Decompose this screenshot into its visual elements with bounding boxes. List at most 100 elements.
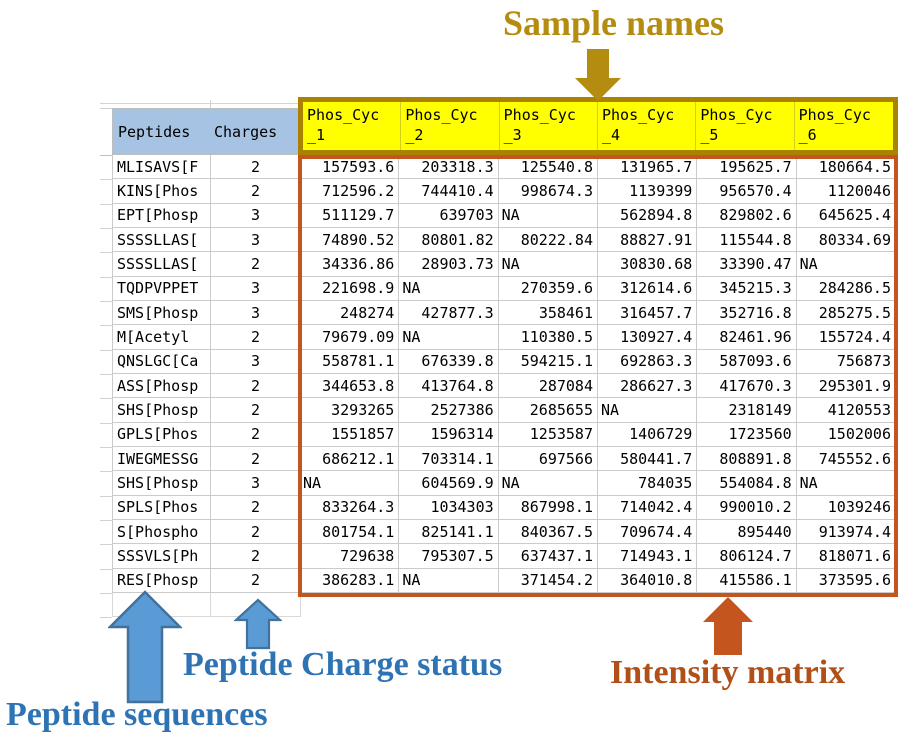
intensity-value-cell[interactable]: NA	[399, 325, 499, 350]
intensity-value-cell[interactable]: 554084.8	[697, 471, 797, 496]
intensity-value-cell[interactable]: 248274	[300, 301, 400, 326]
column-header-charges[interactable]: Charges	[209, 108, 300, 155]
intensity-value-cell[interactable]: 756873	[796, 349, 896, 374]
sample-name-header-cell[interactable]: Phos_Cyc_4	[598, 102, 697, 150]
peptide-cell[interactable]: M[Acetyl	[113, 325, 211, 350]
intensity-value-cell[interactable]: 818071.6	[796, 544, 896, 569]
intensity-value-cell[interactable]: 295301.9	[796, 374, 896, 399]
intensity-value-cell[interactable]: 417670.3	[697, 374, 797, 399]
intensity-value-cell[interactable]: 639703	[399, 203, 499, 228]
charge-cell[interactable]: 2	[211, 398, 301, 423]
intensity-value-cell[interactable]: 829802.6	[697, 203, 797, 228]
peptide-cell[interactable]: QNSLGC[Ca	[113, 349, 211, 374]
intensity-value-cell[interactable]: 80334.69	[796, 228, 896, 253]
intensity-value-cell[interactable]: NA	[300, 471, 400, 496]
intensity-value-cell[interactable]: 427877.3	[399, 301, 499, 326]
intensity-value-cell[interactable]: 386283.1	[300, 568, 400, 593]
intensity-value-cell[interactable]: 195625.7	[697, 155, 797, 180]
peptide-cell[interactable]: ASS[Phosp	[113, 374, 211, 399]
intensity-value-cell[interactable]: 998674.3	[498, 179, 598, 204]
intensity-value-cell[interactable]: 833264.3	[300, 495, 400, 520]
peptide-cell[interactable]: KINS[Phos	[113, 179, 211, 204]
column-header-peptides[interactable]: Peptides	[112, 108, 210, 155]
sample-name-header-cell[interactable]: Phos_Cyc_2	[401, 102, 500, 150]
intensity-value-cell[interactable]: 3293265	[300, 398, 400, 423]
charge-cell[interactable]: 2	[211, 374, 301, 399]
intensity-value-cell[interactable]: 316457.7	[598, 301, 698, 326]
intensity-value-cell[interactable]: 371454.2	[498, 568, 598, 593]
intensity-value-cell[interactable]: 895440	[697, 520, 797, 545]
charge-cell[interactable]: 2	[211, 422, 301, 447]
charge-cell[interactable]: 3	[211, 228, 301, 253]
peptide-cell[interactable]: S[Phospho	[113, 520, 211, 545]
intensity-value-cell[interactable]: 28903.73	[399, 252, 499, 277]
peptide-cell[interactable]: GPLS[Phos	[113, 422, 211, 447]
intensity-value-cell[interactable]: 729638	[300, 544, 400, 569]
intensity-value-cell[interactable]: 686212.1	[300, 447, 400, 472]
intensity-value-cell[interactable]: NA	[796, 252, 896, 277]
charge-cell[interactable]: 3	[211, 301, 301, 326]
intensity-value-cell[interactable]: 1139399	[598, 179, 698, 204]
charge-cell[interactable]: 3	[211, 203, 301, 228]
charge-cell[interactable]: 2	[211, 568, 301, 593]
intensity-value-cell[interactable]: 33390.47	[697, 252, 797, 277]
peptide-cell[interactable]: SSSSLLAS[	[113, 252, 211, 277]
intensity-value-cell[interactable]: 130927.4	[598, 325, 698, 350]
intensity-value-cell[interactable]: 744410.4	[399, 179, 499, 204]
peptide-cell[interactable]: IWEGMESSG	[113, 447, 211, 472]
intensity-value-cell[interactable]: 580441.7	[598, 447, 698, 472]
intensity-value-cell[interactable]: 30830.68	[598, 252, 698, 277]
intensity-value-cell[interactable]: 358461	[498, 301, 598, 326]
intensity-value-cell[interactable]: 637437.1	[498, 544, 598, 569]
intensity-value-cell[interactable]: NA	[598, 398, 698, 423]
intensity-value-cell[interactable]: 286627.3	[598, 374, 698, 399]
intensity-value-cell[interactable]: 2685655	[498, 398, 598, 423]
charge-cell[interactable]: 2	[211, 520, 301, 545]
intensity-value-cell[interactable]: 709674.4	[598, 520, 698, 545]
intensity-value-cell[interactable]: 4120553	[796, 398, 896, 423]
intensity-value-cell[interactable]: 155724.4	[796, 325, 896, 350]
intensity-value-cell[interactable]: NA	[796, 471, 896, 496]
intensity-value-cell[interactable]: 2527386	[399, 398, 499, 423]
charge-cell[interactable]: 2	[211, 447, 301, 472]
intensity-value-cell[interactable]: 645625.4	[796, 203, 896, 228]
intensity-value-cell[interactable]: 712596.2	[300, 179, 400, 204]
intensity-value-cell[interactable]: 562894.8	[598, 203, 698, 228]
sample-name-header-cell[interactable]: Phos_Cyc_5	[696, 102, 795, 150]
intensity-value-cell[interactable]: 34336.86	[300, 252, 400, 277]
intensity-value-cell[interactable]: 80222.84	[498, 228, 598, 253]
intensity-value-cell[interactable]: 180664.5	[796, 155, 896, 180]
intensity-value-cell[interactable]: 714943.1	[598, 544, 698, 569]
intensity-value-cell[interactable]: 825141.1	[399, 520, 499, 545]
intensity-value-cell[interactable]: 703314.1	[399, 447, 499, 472]
intensity-value-cell[interactable]: 270359.6	[498, 276, 598, 301]
intensity-value-cell[interactable]: NA	[498, 471, 598, 496]
intensity-value-cell[interactable]: 1406729	[598, 422, 698, 447]
intensity-value-cell[interactable]: 795307.5	[399, 544, 499, 569]
intensity-value-cell[interactable]: 594215.1	[498, 349, 598, 374]
intensity-value-cell[interactable]: 203318.3	[399, 155, 499, 180]
peptide-cell[interactable]: SMS[Phosp	[113, 301, 211, 326]
intensity-value-cell[interactable]: 1120046	[796, 179, 896, 204]
intensity-value-cell[interactable]: 806124.7	[697, 544, 797, 569]
intensity-value-cell[interactable]: 801754.1	[300, 520, 400, 545]
intensity-value-cell[interactable]: 88827.91	[598, 228, 698, 253]
intensity-value-cell[interactable]: 692863.3	[598, 349, 698, 374]
intensity-value-cell[interactable]: 415586.1	[697, 568, 797, 593]
intensity-value-cell[interactable]: 115544.8	[697, 228, 797, 253]
intensity-value-cell[interactable]: 697566	[498, 447, 598, 472]
intensity-value-cell[interactable]: 79679.09	[300, 325, 400, 350]
intensity-value-cell[interactable]: 345215.3	[697, 276, 797, 301]
intensity-value-cell[interactable]: NA	[399, 568, 499, 593]
sample-name-header-cell[interactable]: Phos_Cyc_6	[798, 106, 871, 144]
charge-cell[interactable]: 3	[211, 276, 301, 301]
intensity-value-cell[interactable]: 80801.82	[399, 228, 499, 253]
sample-name-header-cell[interactable]: Phos_Cyc_1	[303, 102, 402, 150]
charge-cell[interactable]: 2	[211, 252, 301, 277]
intensity-value-cell[interactable]: 784035	[598, 471, 698, 496]
peptide-cell[interactable]: SHS[Phosp	[113, 398, 211, 423]
charge-cell[interactable]: 2	[211, 325, 301, 350]
intensity-value-cell[interactable]: 1502006	[796, 422, 896, 447]
intensity-value-cell[interactable]: 558781.1	[300, 349, 400, 374]
peptide-cell[interactable]: SPLS[Phos	[113, 495, 211, 520]
